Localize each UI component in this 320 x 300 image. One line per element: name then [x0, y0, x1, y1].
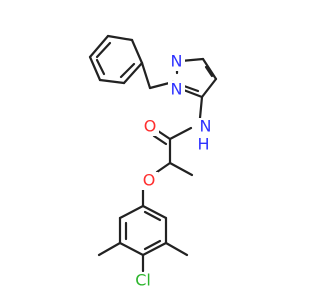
bond	[141, 204, 168, 220]
bond	[106, 34, 134, 42]
bond	[97, 241, 122, 257]
bond	[168, 126, 193, 141]
atom-label-n1: N	[171, 52, 183, 71]
atom-h-amide: H	[195, 135, 212, 154]
bond	[198, 95, 204, 120]
atom-label-h-amide: H	[197, 135, 209, 154]
bond	[152, 134, 168, 146]
atom-label-n-amide: N	[200, 117, 212, 136]
bond	[95, 41, 112, 59]
bond	[98, 78, 126, 85]
atom-n-amide: N	[197, 117, 214, 136]
bond	[119, 62, 136, 79]
bond	[156, 129, 172, 141]
bond	[130, 38, 144, 65]
bond	[140, 61, 152, 90]
atom-o-ether: O	[140, 171, 158, 190]
bond	[201, 57, 218, 81]
bond	[182, 84, 200, 93]
bond	[95, 58, 106, 76]
atom-label-o-carbonyl: O	[144, 117, 157, 136]
atom-o-carbonyl: O	[141, 117, 159, 136]
bond	[143, 239, 162, 251]
bond	[204, 65, 214, 78]
bond	[143, 210, 162, 222]
bond	[155, 161, 172, 174]
atom-n1: N	[168, 52, 185, 71]
bond	[88, 55, 102, 82]
bond	[141, 241, 168, 257]
bond	[168, 161, 194, 177]
atom-n2: N	[168, 80, 185, 99]
atom-label-cl: Cl	[135, 271, 151, 290]
bond	[118, 204, 145, 220]
atom-label-o-ether: O	[143, 171, 156, 190]
molecule-diagram: N N N H O O Cl	[88, 34, 218, 290]
bond	[122, 61, 144, 85]
bond	[118, 241, 145, 257]
bond	[200, 77, 218, 99]
bond	[88, 34, 110, 59]
molecule-structure: N N N H O O Cl	[88, 34, 218, 290]
bond	[164, 241, 189, 257]
atom-label-n2: N	[171, 80, 183, 99]
atom-cl: Cl	[130, 271, 156, 290]
